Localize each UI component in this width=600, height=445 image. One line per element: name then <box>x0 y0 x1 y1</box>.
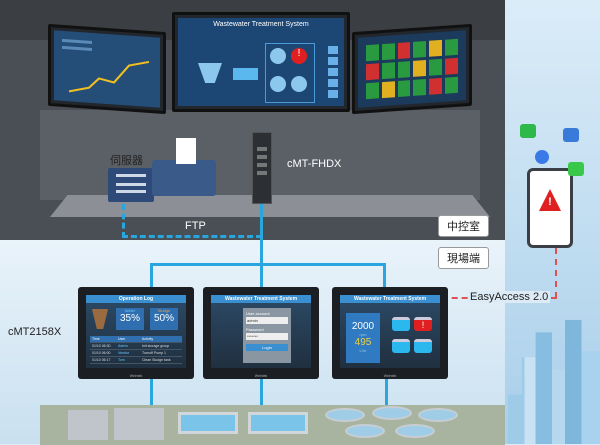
treatment-basin <box>248 412 308 434</box>
clarifier-tank <box>372 406 412 420</box>
right-status-monitor <box>352 23 472 115</box>
column-header: Activity <box>142 337 154 341</box>
hmi-model-label: cMT2158X <box>8 326 62 338</box>
flow-value: 495 <box>354 337 372 348</box>
cmt-fhdx-gateway <box>252 132 272 204</box>
brand-logo: Weintek <box>129 374 143 378</box>
wall-scada-monitor: Wastewater Treatment System ! <box>172 12 350 112</box>
ftp-link-vertical <box>122 204 125 238</box>
column-header: User <box>118 337 126 341</box>
reactor-tank <box>270 48 286 64</box>
line-app-icon <box>568 162 584 176</box>
server-label: 伺服器 <box>110 155 143 167</box>
status-grid <box>358 30 466 108</box>
ftp-link-horizontal <box>122 235 262 238</box>
network-drop <box>260 378 263 408</box>
network-trunk <box>260 204 263 288</box>
control-room-tag: 中控室 <box>438 215 489 237</box>
login-button[interactable]: Login <box>246 344 288 351</box>
hmi3-title: Wastewater Treatment System <box>340 295 440 303</box>
building-icon <box>68 410 108 440</box>
network-bus <box>150 263 386 266</box>
water-value: 35% <box>119 313 140 324</box>
clarifier-tank <box>345 424 385 438</box>
clarifier-tank <box>325 408 365 422</box>
tank-icon <box>392 317 410 331</box>
pump-panel: 2000 rpm 495 L/hr <box>346 313 380 363</box>
field-tag: 現場端 <box>438 247 489 269</box>
easyaccess-label: EasyAccess 2.0 <box>468 291 551 303</box>
treatment-basin <box>178 412 238 434</box>
account-input[interactable]: admin <box>246 317 288 324</box>
alarm-icon: ! <box>539 189 561 211</box>
sludge-label: Sludge <box>157 308 171 313</box>
trend-chart-icon <box>62 38 150 93</box>
network-drop <box>385 378 388 408</box>
hmi-pump-status: Wastewater Treatment System 2000 rpm 495… <box>332 287 448 379</box>
control-desk <box>50 195 490 217</box>
sludge-tank-icon <box>92 309 108 329</box>
sludge-value: 50% <box>153 313 174 324</box>
password-input[interactable]: ******* <box>246 333 288 340</box>
cloud-app-icon <box>563 128 579 142</box>
building-icon <box>114 408 164 440</box>
reactor-tank <box>270 76 286 92</box>
brand-logo: Weintek <box>254 374 268 378</box>
speed-value: 2000 <box>351 321 375 332</box>
column-header: Time <box>92 337 100 341</box>
gateway-label: cMT-FHDX <box>287 158 342 170</box>
smartphone: ! <box>527 168 573 248</box>
printed-report-icon <box>176 138 196 164</box>
network-drop <box>150 263 153 287</box>
aeration-tank <box>233 68 258 80</box>
printer-icon <box>152 160 216 196</box>
filter-units <box>328 46 338 101</box>
alarm-icon: ! <box>414 317 432 331</box>
network-drop <box>383 263 386 287</box>
alarm-icon: ! <box>291 48 307 64</box>
wall-screen-title: Wastewater Treatment System <box>213 21 309 28</box>
reactor-group <box>265 43 315 103</box>
messenger-icon <box>535 150 549 164</box>
hmi1-title: Operation Log <box>86 295 186 303</box>
password-label: Password <box>246 327 264 332</box>
water-label: Water <box>124 308 136 313</box>
clarifier-tank <box>395 424 435 438</box>
reactor-tank <box>291 76 307 92</box>
brand-logo: Weintek <box>383 374 397 378</box>
server-icon <box>108 168 154 202</box>
tank-icon <box>414 339 432 353</box>
clarifier-tank <box>418 408 458 422</box>
left-trend-monitor <box>48 23 166 115</box>
wechat-icon <box>520 124 536 138</box>
hmi2-title: Wastewater Treatment System <box>211 295 311 303</box>
hmi-login: Wastewater Treatment System User account… <box>203 287 319 379</box>
remote-link-vertical <box>555 248 557 298</box>
sedimentation-tank <box>198 63 222 83</box>
network-drop <box>150 378 153 408</box>
tank-icon <box>392 339 410 353</box>
ftp-label: FTP <box>185 220 206 232</box>
account-label: User account <box>246 311 270 316</box>
flow-unit: L/hr <box>359 348 367 353</box>
login-panel: User account admin Password ******* Logi… <box>243 308 291 363</box>
speed-unit: rpm <box>359 332 367 337</box>
